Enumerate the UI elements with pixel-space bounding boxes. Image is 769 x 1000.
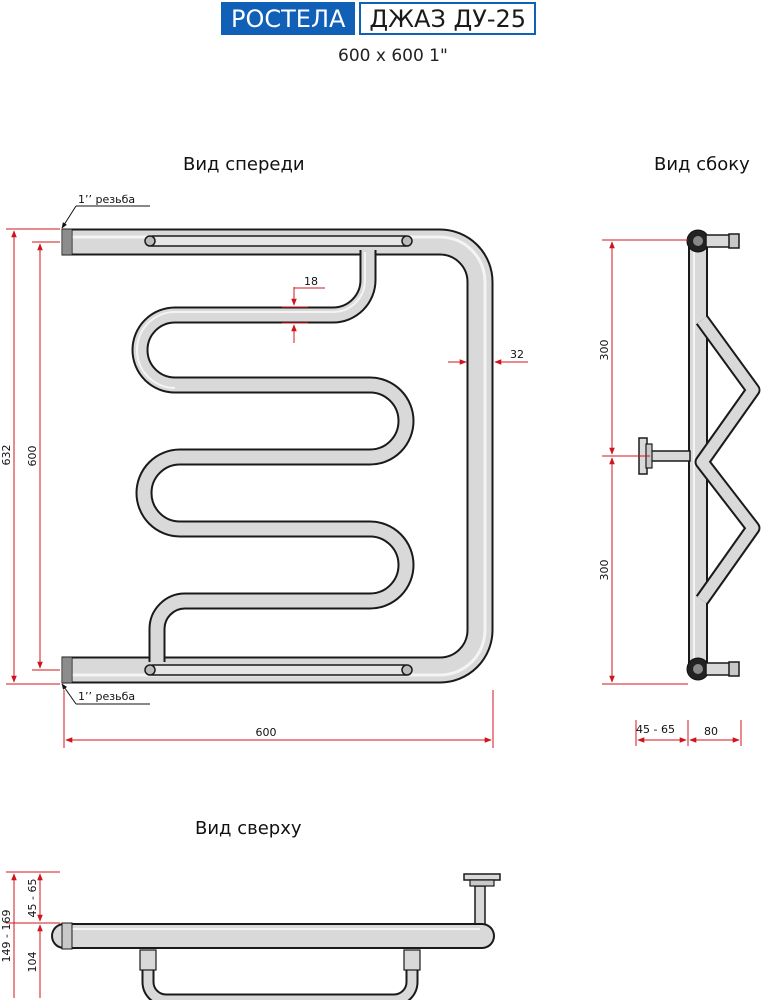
bottom-bar xyxy=(147,664,411,676)
front-view-title: Вид спереди xyxy=(183,154,305,175)
dim-600-horizontal: 600 xyxy=(63,690,494,748)
dim-149-169-label: 149 - 169 xyxy=(0,910,13,963)
dim-18: 18 xyxy=(282,275,325,343)
dim-104-label: 104 xyxy=(26,952,39,973)
dim-300-bottom-label: 300 xyxy=(598,560,611,581)
dim-side-horizontal: 45 - 65 80 xyxy=(635,720,742,746)
dim-45-65-label: 45 - 65 xyxy=(636,723,675,736)
top-bar xyxy=(147,235,411,247)
dim-80-label: 80 xyxy=(704,725,718,738)
dim-300-top-label: 300 xyxy=(598,340,611,361)
dim-600-horizontal-label: 600 xyxy=(256,726,277,739)
thread-bottom-label: 1’’ резьба xyxy=(78,690,135,703)
top-view-title: Вид сверху xyxy=(195,818,302,839)
header: РОСТЕЛА ДЖАЗ ДУ-25 xyxy=(221,2,537,35)
side-view-title: Вид сбоку xyxy=(654,154,750,175)
thread-top-label: 1’’ резьба xyxy=(78,193,135,206)
frame-highlight xyxy=(64,235,487,677)
dim-top-view: 149 - 169 45 - 65 104 xyxy=(0,871,60,998)
dim-300-bottom: 300 xyxy=(598,455,688,685)
dim-632-label: 632 xyxy=(0,445,13,466)
thread-callout-top: 1’’ резьба xyxy=(61,193,150,229)
thread-top-end xyxy=(61,228,73,256)
coil-pipe xyxy=(133,250,413,662)
dim-32-label: 32 xyxy=(510,348,524,361)
front-view xyxy=(61,228,494,684)
model-label: ДЖАЗ ДУ-25 xyxy=(359,2,537,35)
brand-label: РОСТЕЛА xyxy=(221,2,356,35)
dim-32: 32 xyxy=(448,348,528,365)
dim-45-65-top-label: 45 - 65 xyxy=(26,879,39,918)
dim-600-vertical-label: 600 xyxy=(26,446,39,467)
dim-18-label: 18 xyxy=(304,275,318,288)
frame-pipe xyxy=(64,230,492,682)
thread-bottom-end xyxy=(61,656,73,684)
dim-300-top: 300 xyxy=(598,239,688,455)
dim-632: 632 xyxy=(0,228,60,685)
dim-600-vertical: 600 xyxy=(26,241,60,671)
side-view xyxy=(638,229,761,681)
thread-callout-bottom: 1’’ резьба xyxy=(61,683,150,705)
top-view xyxy=(51,873,501,1000)
size-label: 600 x 600 1" xyxy=(338,46,448,66)
